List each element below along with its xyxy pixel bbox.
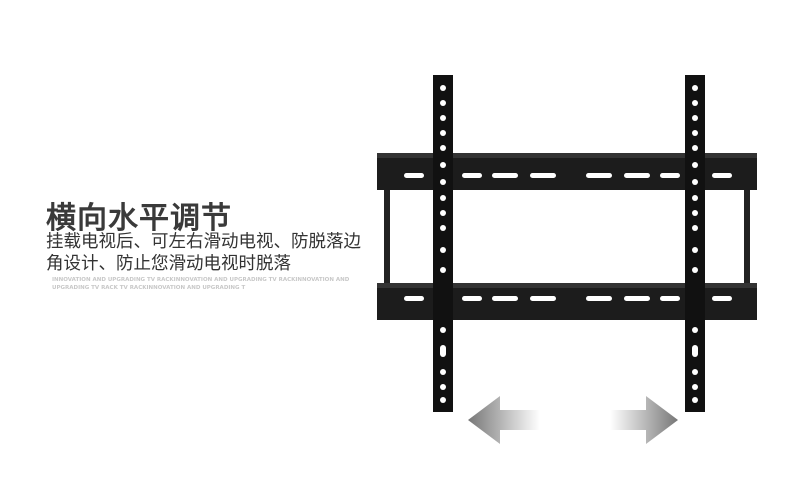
feature-description: 挂载电视后、可左右滑动电视、防脱落边角设计、防止您滑动电视时脱落 (46, 232, 361, 274)
arrow-right-icon (610, 396, 678, 444)
bracket-arm-right (685, 75, 705, 412)
bracket-side-right (744, 190, 750, 283)
arrow-left-icon (468, 396, 540, 444)
feature-heading: 横向水平调节 (46, 201, 232, 236)
decorative-subtext: INNOVATION AND UPGRADING TV RACKINNOVATI… (52, 277, 350, 291)
bracket-side-left (384, 190, 390, 283)
bracket-arm-left (433, 75, 453, 412)
